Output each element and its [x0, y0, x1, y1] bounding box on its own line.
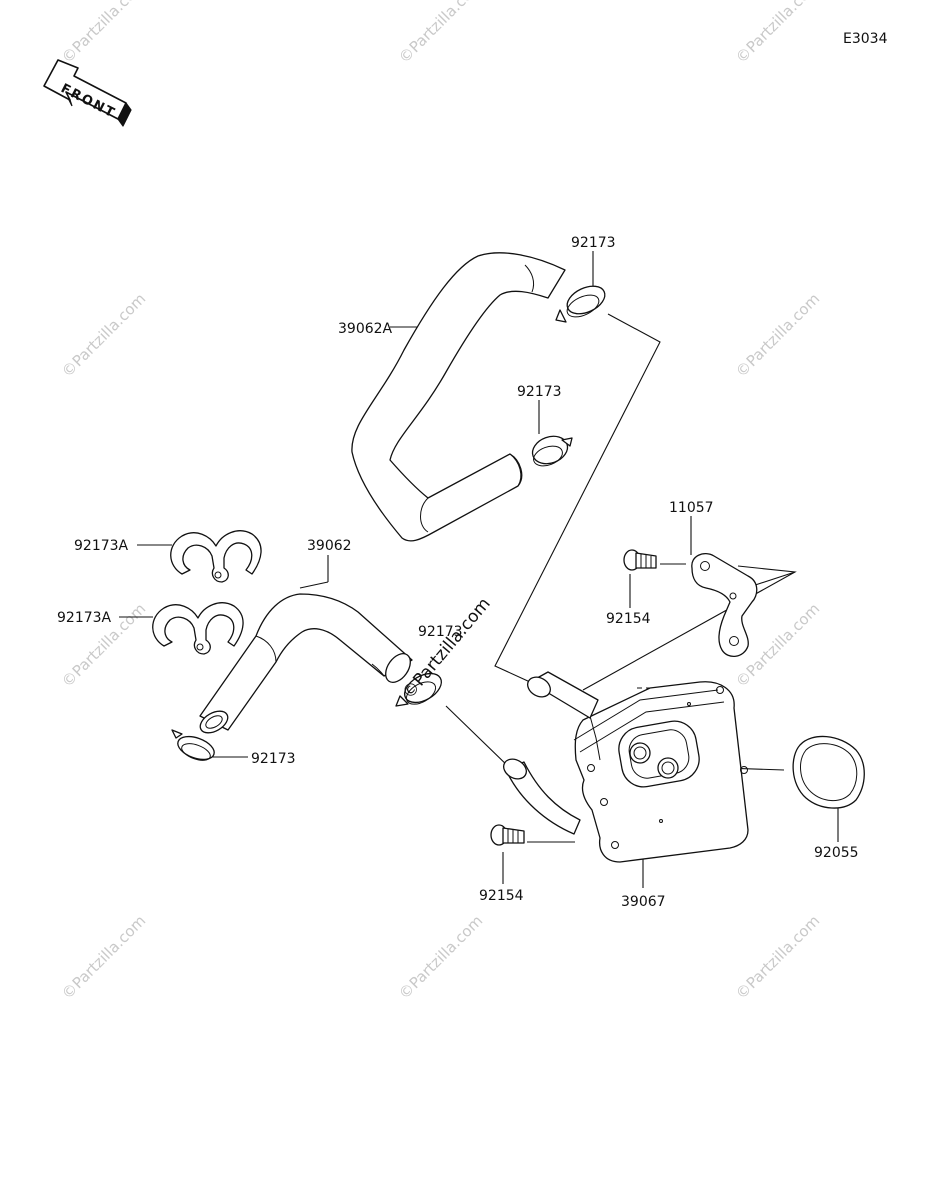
watermark: ©Partzilla.com: [732, 912, 823, 1003]
watermark: ©Partzilla.com: [732, 290, 823, 381]
part-label-39062a[interactable]: 39062A: [338, 321, 393, 337]
watermark: ©Partzilla.com: [732, 0, 823, 67]
watermark: ©Partzilla.com: [395, 912, 486, 1003]
part-label-92154-upper[interactable]: 92154: [606, 611, 651, 627]
part-label-92154-lower[interactable]: 92154: [479, 888, 524, 904]
clamp-icon: [395, 672, 442, 707]
part-label-92055[interactable]: 92055: [814, 845, 859, 861]
hose-39062a: [351, 252, 566, 542]
bolt-icon: [490, 824, 525, 846]
hose-39062: [199, 593, 413, 734]
clip-icon: [170, 530, 262, 583]
watermark: ©Partzilla.com: [58, 290, 149, 381]
part-label-11057[interactable]: 11057: [669, 500, 714, 516]
clamp-icon: [531, 435, 573, 467]
part-labels: 39062A 92173 92173 39062 92173A 92173A 9…: [57, 235, 859, 910]
part-label-92173a-lower[interactable]: 92173A: [57, 610, 112, 626]
clamp-icon: [171, 729, 215, 761]
watermark: ©Partzilla.com: [58, 0, 149, 67]
front-arrow-icon: FRONT: [43, 59, 132, 127]
part-label-92173-center[interactable]: 92173: [418, 624, 463, 640]
diagram-code: E3034: [843, 31, 888, 47]
part-label-92173-top[interactable]: 92173: [571, 235, 616, 251]
leader-lines: [119, 251, 839, 888]
bolt-icon: [623, 549, 657, 571]
part-label-39062[interactable]: 39062: [307, 538, 352, 554]
center-watermark: ©Partzilla.com: [399, 594, 495, 703]
clip-icon: [152, 602, 244, 655]
o-ring-92055: [792, 735, 865, 809]
part-label-92173a-upper[interactable]: 92173A: [74, 538, 129, 554]
part-label-39067[interactable]: 39067: [621, 894, 666, 910]
part-label-92173-mid[interactable]: 92173: [517, 384, 562, 400]
oil-cooler-39067: [503, 671, 749, 863]
watermark: ©Partzilla.com: [395, 0, 486, 67]
bracket-11057: [691, 553, 758, 657]
watermark: ©Partzilla.com: [58, 912, 149, 1003]
clamp-icon: [555, 285, 606, 323]
part-label-92173-lower-left[interactable]: 92173: [251, 751, 296, 767]
